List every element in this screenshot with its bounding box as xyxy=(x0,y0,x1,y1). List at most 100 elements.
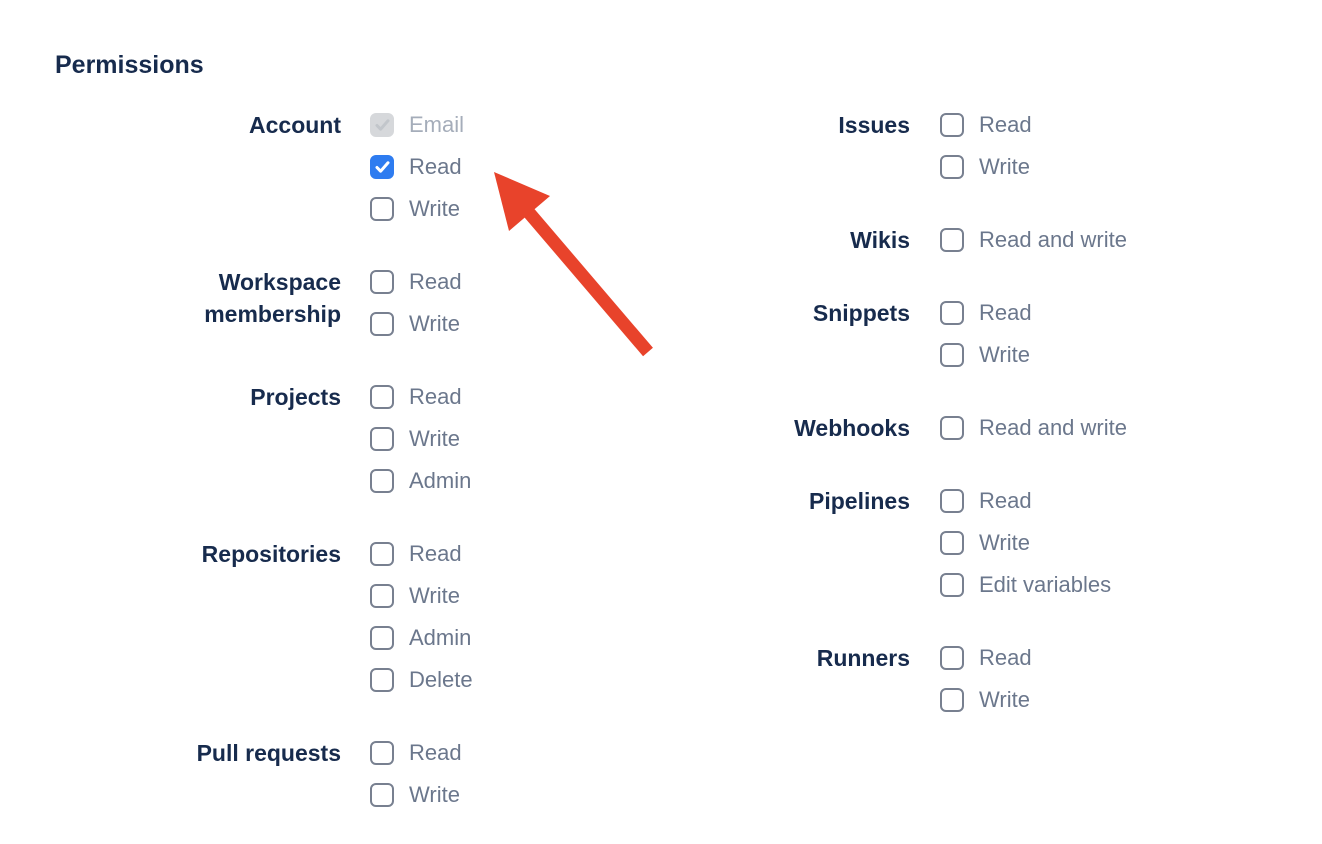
checkbox-account-email[interactable] xyxy=(370,113,394,137)
permission-group-label: Webhooks xyxy=(794,415,910,441)
permission-group-label: Workspace membership xyxy=(204,269,341,327)
permission-option-snippets-read[interactable]: Read xyxy=(940,292,1032,334)
permission-option-repositories-delete[interactable]: Delete xyxy=(370,659,473,701)
permission-option-label: Read xyxy=(409,154,462,179)
permission-option-runners-write[interactable]: Write xyxy=(940,679,1032,721)
checkbox-workspace-membership-write[interactable] xyxy=(370,312,394,336)
permission-option-label: Write xyxy=(409,196,460,221)
permission-option-label: Delete xyxy=(409,667,473,692)
checkbox-runners-write[interactable] xyxy=(940,688,964,712)
permission-option-label: Admin xyxy=(409,468,472,493)
checkbox-projects-write[interactable] xyxy=(370,427,394,451)
checkbox-projects-admin[interactable] xyxy=(370,469,394,493)
permission-option-label: Write xyxy=(409,782,460,807)
checkbox-webhooks-read-and-write[interactable] xyxy=(940,416,964,440)
checkbox-runners-read[interactable] xyxy=(940,646,964,670)
permission-options: Read Write xyxy=(940,104,1032,188)
permission-options: Read Write Admin xyxy=(370,376,471,502)
permission-options: Read Write Admin Delete xyxy=(370,533,473,701)
checkbox-account-read[interactable] xyxy=(370,155,394,179)
checkbox-repositories-read[interactable] xyxy=(370,542,394,566)
permission-option-workspace-membership-write[interactable]: Write xyxy=(370,303,462,345)
permission-options: Read Write xyxy=(370,261,462,345)
permission-option-account-read[interactable]: Read xyxy=(370,146,464,188)
permission-option-account-write[interactable]: Write xyxy=(370,188,464,230)
permission-option-webhooks-read-and-write[interactable]: Read and write xyxy=(940,407,1127,449)
permission-option-repositories-admin[interactable]: Admin xyxy=(370,617,473,659)
permission-option-pipelines-read[interactable]: Read xyxy=(940,480,1111,522)
permission-options: Read Write xyxy=(370,732,462,816)
permission-option-issues-write[interactable]: Write xyxy=(940,146,1032,188)
permission-options: Read Write xyxy=(940,637,1032,721)
permission-options: Email Read Write xyxy=(370,104,464,230)
permission-option-label: Write xyxy=(409,311,460,336)
permission-group-runners: Runners Read Write xyxy=(660,637,1127,721)
checkbox-pull-requests-read[interactable] xyxy=(370,741,394,765)
checkbox-snippets-read[interactable] xyxy=(940,301,964,325)
permission-group-pull-requests: Pull requests Read Write xyxy=(156,732,473,816)
permission-option-label: Write xyxy=(979,687,1030,712)
permission-group-label: Runners xyxy=(816,645,910,671)
permission-options: Read Write xyxy=(940,292,1032,376)
checkbox-account-write[interactable] xyxy=(370,197,394,221)
checkbox-pipelines-write[interactable] xyxy=(940,531,964,555)
permission-option-label: Write xyxy=(979,342,1030,367)
permission-group-webhooks: Webhooks Read and write xyxy=(660,407,1127,449)
permission-option-issues-read[interactable]: Read xyxy=(940,104,1032,146)
permission-group-repositories: Repositories Read Write Admin Delete xyxy=(156,533,473,701)
permission-option-pipelines-write[interactable]: Write xyxy=(940,522,1111,564)
permission-option-label: Read xyxy=(979,112,1032,137)
permission-group-label: Account xyxy=(249,112,341,138)
permission-option-runners-read[interactable]: Read xyxy=(940,637,1032,679)
permission-group-label: Projects xyxy=(250,384,341,410)
permission-option-projects-write[interactable]: Write xyxy=(370,418,471,460)
permission-option-label: Read xyxy=(409,740,462,765)
checkbox-pipelines-read[interactable] xyxy=(940,489,964,513)
checkbox-projects-read[interactable] xyxy=(370,385,394,409)
permission-option-label: Read xyxy=(409,384,462,409)
permission-options: Read and write xyxy=(940,407,1127,449)
checkbox-repositories-admin[interactable] xyxy=(370,626,394,650)
permission-option-label: Write xyxy=(979,154,1030,179)
permission-group-label: Issues xyxy=(838,112,910,138)
permission-option-workspace-membership-read[interactable]: Read xyxy=(370,261,462,303)
permissions-column-right: Issues Read Write Wikis Read and write S… xyxy=(660,104,1127,721)
permission-option-account-email[interactable]: Email xyxy=(370,104,464,146)
permission-option-label: Admin xyxy=(409,625,472,650)
permission-group-account: Account Email Read Write xyxy=(156,104,473,230)
checkbox-wikis-read-and-write[interactable] xyxy=(940,228,964,252)
permission-group-wikis: Wikis Read and write xyxy=(660,219,1127,261)
permission-option-label: Edit variables xyxy=(979,572,1112,597)
checkbox-issues-read[interactable] xyxy=(940,113,964,137)
permission-option-pull-requests-read[interactable]: Read xyxy=(370,732,462,774)
permission-group-issues: Issues Read Write xyxy=(660,104,1127,188)
checkbox-pull-requests-write[interactable] xyxy=(370,783,394,807)
permission-option-label: Email xyxy=(409,112,465,137)
permission-option-label: Write xyxy=(409,583,460,608)
permission-group-workspace-membership: Workspace membership Read Write xyxy=(156,261,473,345)
permission-option-pipelines-edit-variables[interactable]: Edit variables xyxy=(940,564,1111,606)
permission-option-pull-requests-write[interactable]: Write xyxy=(370,774,462,816)
permission-option-repositories-write[interactable]: Write xyxy=(370,575,473,617)
checkbox-snippets-write[interactable] xyxy=(940,343,964,367)
permission-group-label: Repositories xyxy=(201,541,341,567)
permission-option-snippets-write[interactable]: Write xyxy=(940,334,1032,376)
checkbox-issues-write[interactable] xyxy=(940,155,964,179)
permission-group-pipelines: Pipelines Read Write Edit variables xyxy=(660,480,1127,606)
permission-group-label: Wikis xyxy=(850,227,910,253)
permission-option-projects-admin[interactable]: Admin xyxy=(370,460,471,502)
checkbox-repositories-delete[interactable] xyxy=(370,668,394,692)
checkbox-workspace-membership-read[interactable] xyxy=(370,270,394,294)
permission-option-wikis-read-and-write[interactable]: Read and write xyxy=(940,219,1127,261)
checkbox-repositories-write[interactable] xyxy=(370,584,394,608)
permission-option-label: Read xyxy=(409,541,462,566)
permission-options: Read and write xyxy=(940,219,1127,261)
permissions-column-left: Account Email Read Write Workspace membe… xyxy=(156,104,473,816)
permission-option-projects-read[interactable]: Read xyxy=(370,376,471,418)
permission-option-label: Read xyxy=(979,300,1032,325)
permission-group-projects: Projects Read Write Admin xyxy=(156,376,473,502)
permission-option-repositories-read[interactable]: Read xyxy=(370,533,473,575)
permission-option-label: Read and write xyxy=(979,415,1127,440)
checkbox-pipelines-edit-variables[interactable] xyxy=(940,573,964,597)
permission-group-label: Pull requests xyxy=(196,740,341,766)
